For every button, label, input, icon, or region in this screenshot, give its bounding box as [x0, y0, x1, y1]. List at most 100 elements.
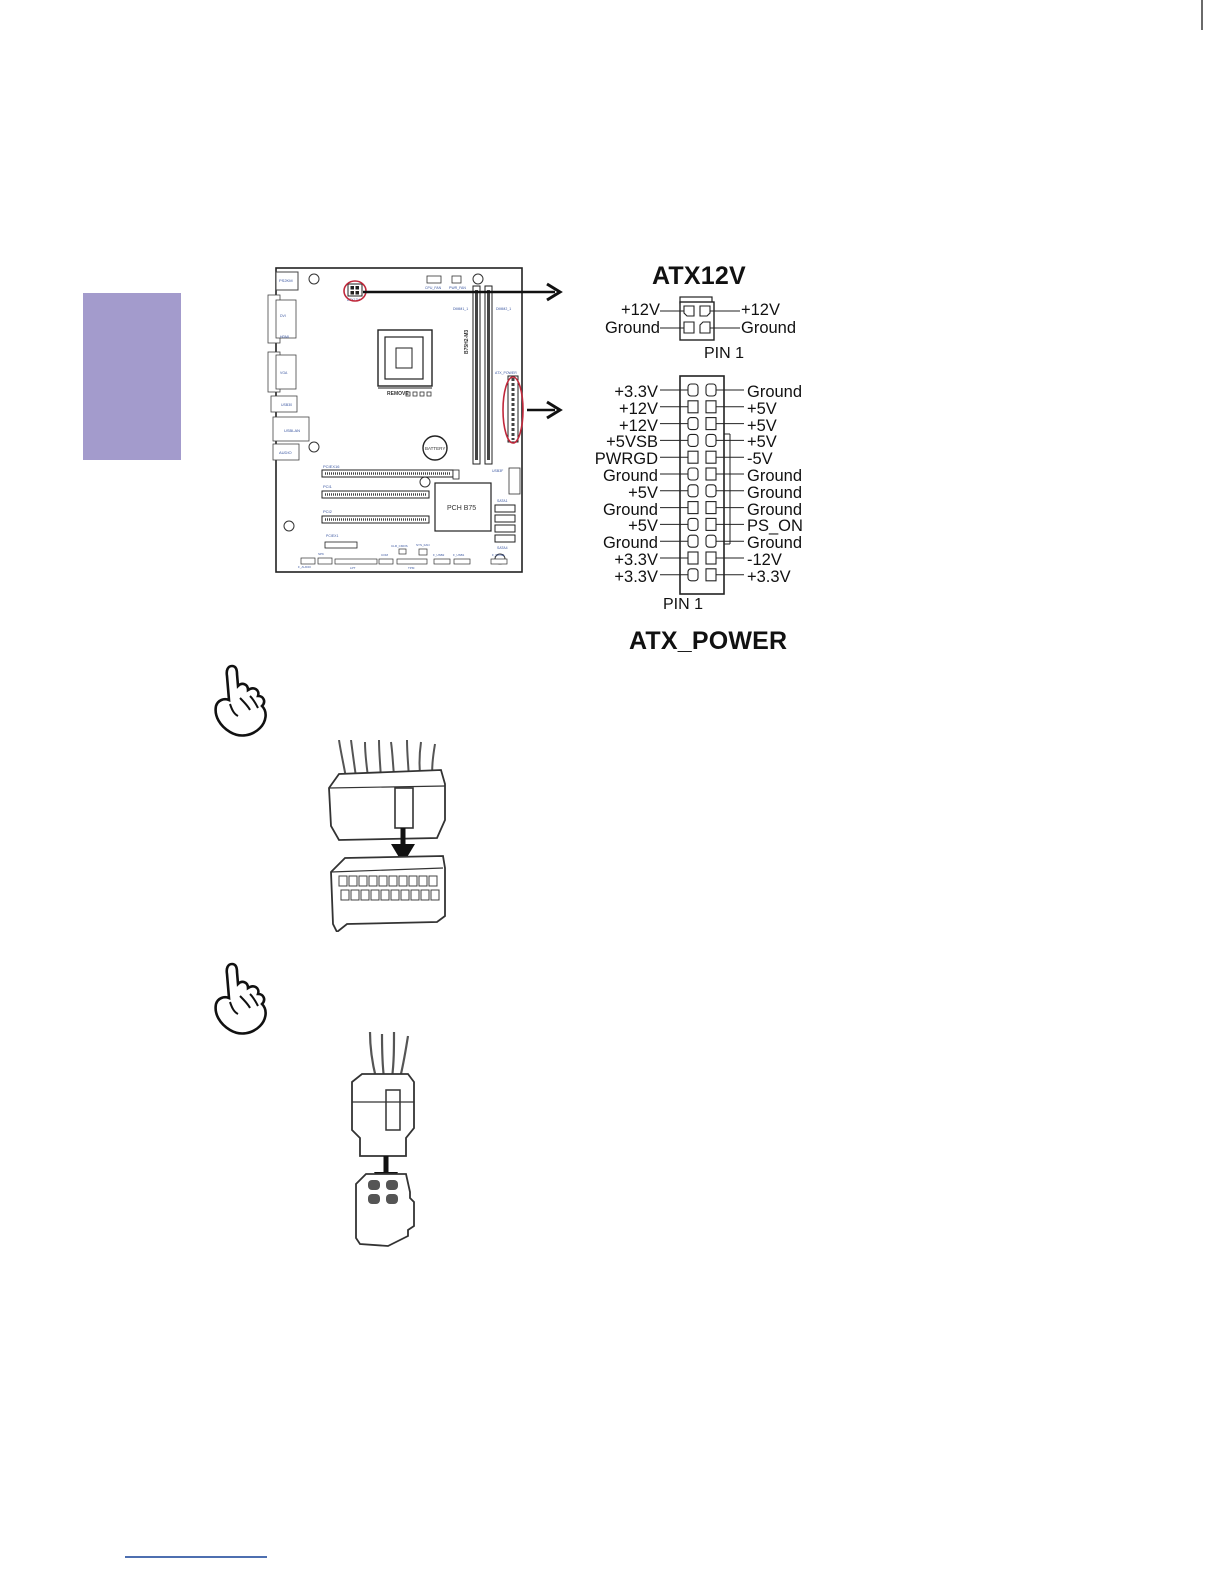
label-tpm: TPM: [408, 566, 415, 570]
atx-power-left-pin-socket: [687, 551, 699, 565]
label-clr-cmos: CLR_CMOS: [391, 544, 408, 548]
atx-power-left-pin-socket: [687, 383, 699, 397]
pointing-hand-icon: [210, 662, 272, 740]
atx-power-right-pin-2: +5V: [747, 399, 777, 418]
label-atx12v-board: ATX12V: [347, 298, 360, 302]
atx-power-right-pin-socket: [705, 484, 717, 498]
atx-power-connector-diagram: [660, 375, 744, 595]
atx12v-right-pin-2: Ground: [741, 319, 797, 337]
label-cpu-fan: CPU_FAN: [425, 286, 442, 290]
atx-power-left-pin-socket: [687, 467, 699, 481]
label-pci1: PCI1: [323, 484, 333, 489]
label-hdmi: HDMI: [280, 335, 289, 339]
label-dimm1: DIMM1_1: [453, 307, 468, 311]
atx12v-connector-diagram: [660, 296, 740, 341]
atx-power-left-pin-socket: [687, 501, 699, 515]
atx12v-right-pin-1: +12V: [741, 301, 780, 319]
label-battery: BATTERY: [425, 446, 445, 451]
atx-power-right-pin-socket: [705, 383, 717, 397]
atx12v-left-pin-2: Ground: [604, 319, 660, 337]
chapter-side-tab: [83, 293, 181, 460]
atx-power-left-pin-socket: [687, 433, 699, 447]
atx-power-right-pin-socket: [705, 534, 717, 548]
atx-power-right-pin-11: -12V: [747, 551, 782, 569]
atx-power-left-pin-socket: [687, 517, 699, 531]
label-pch: PCH B75: [447, 505, 476, 512]
atx-power-right-pin-12: +3.3V: [747, 567, 791, 586]
atx-power-right-pin-socket: [705, 501, 717, 515]
label-ps2km: PS2KM: [279, 278, 293, 283]
footer-divider: [125, 1556, 267, 1558]
label-spk: SPK: [318, 552, 324, 556]
label-pciex1: PCIEX1: [326, 534, 339, 538]
atx-power-right-pin-socket: [705, 433, 717, 447]
label-f-audio: F_AUDIO: [298, 565, 312, 569]
atx-power-left-pin-socket: [687, 534, 699, 548]
atx-power-right-pin-8: Ground: [747, 500, 803, 519]
label-dimm2: DIMM2_1: [496, 307, 511, 311]
atx-power-left-pin-1: +3.3V: [614, 383, 658, 401]
label-vga: VGA: [280, 371, 288, 375]
atx-power-left-pin-6: Ground: [602, 467, 658, 485]
atx12v-plug-illustration: [351, 1032, 415, 1247]
atx-power-title: ATX_POWER: [629, 627, 788, 655]
pointing-hand-icon: [210, 960, 272, 1038]
top-divider: [1201, 0, 1203, 30]
atx-power-left-pin-8: Ground: [602, 500, 658, 519]
label-remove: REMOVE: [387, 391, 409, 397]
atx-power-left-pin-9: +5V: [628, 517, 658, 536]
atx-power-left-pin-12: +3.3V: [614, 567, 658, 586]
atx-power-left-pin-socket: [687, 450, 699, 464]
label-audio: AUDIO: [279, 450, 292, 455]
label-lpt: LPT: [350, 566, 356, 570]
label-sata1: SATA1: [497, 499, 508, 503]
label-sata4: SATA4: [497, 546, 508, 550]
label-pwr-fan: PWR_FAN: [449, 286, 466, 290]
atx-power-left-pin-socket: [687, 484, 699, 498]
label-pciex16: PCIEX16: [323, 464, 340, 469]
atx-power-plug-illustration: [328, 740, 446, 932]
atx-power-right-pin-1: Ground: [747, 383, 803, 401]
atx-power-left-pin-7: +5V: [628, 483, 658, 502]
label-sys-fan: SYS_FAN: [416, 543, 430, 547]
atx-power-left-pin-2: +12V: [619, 399, 658, 418]
atx12v-left-pin-1: +12V: [621, 301, 660, 319]
atx-power-left-pin-socket: [687, 417, 699, 431]
atx-power-right-pin-socket: [705, 400, 717, 414]
atx-power-pin1-label: PIN 1: [663, 596, 704, 613]
atx-power-right-pin-socket: [705, 417, 717, 431]
atx-power-right-pin-socket: [705, 450, 717, 464]
label-f-usb1: F_USB1: [453, 553, 465, 557]
atx-power-left-pin-3: +12V: [619, 416, 658, 435]
label-f-panel: F_PANEL: [492, 553, 505, 557]
atx-power-right-pin-7: Ground: [747, 483, 803, 502]
atx-power-right-pin-10: Ground: [747, 534, 803, 553]
atx-power-right-pin-5: -5V: [747, 450, 773, 469]
label-atx-power-board: ATX_POWER: [495, 371, 517, 375]
motherboard-diagram: PS2KM DVI HDMI VGA USB30 USBLAN AUDIO AT…: [267, 267, 563, 573]
atx-power-right-pin-socket: [705, 568, 717, 582]
atx-power-left-pin-4: +5VSB: [606, 433, 658, 452]
atx-power-right-pin-socket: [705, 551, 717, 565]
atx-power-right-pin-socket: [705, 467, 717, 481]
atx-power-left-pin-11: +3.3V: [614, 551, 658, 569]
atx12v-pin1-label: PIN 1: [704, 345, 745, 362]
atx-power-right-pin-socket: [705, 517, 717, 531]
label-f-usb2: F_USB2: [433, 553, 445, 557]
motherboard-layout-figure: PS2KM DVI HDMI VGA USB30 USBLAN AUDIO AT…: [265, 262, 570, 580]
atx-power-right-pin-3: +5V: [747, 416, 777, 435]
atx-power-right-pin-6: Ground: [747, 467, 803, 485]
atx-power-right-pin-9: PS_ON: [747, 517, 803, 536]
label-usb3f: USB3F: [492, 469, 503, 473]
atx-power-left-pin-10: Ground: [602, 534, 658, 553]
label-com: COM: [381, 553, 389, 557]
atx-power-left-pin-socket: [687, 400, 699, 414]
atx12v-title: ATX12V: [652, 262, 746, 290]
label-board-name: B75H2-M3: [464, 330, 470, 354]
label-pci2: PCI2: [323, 509, 333, 514]
label-usb30: USB30: [281, 403, 292, 407]
label-usblan: USBLAN: [284, 428, 300, 433]
atx-power-left-pin-socket: [687, 568, 699, 582]
atx-power-left-pin-5: PWRGD: [594, 450, 658, 469]
label-dvi: DVI: [280, 314, 286, 318]
